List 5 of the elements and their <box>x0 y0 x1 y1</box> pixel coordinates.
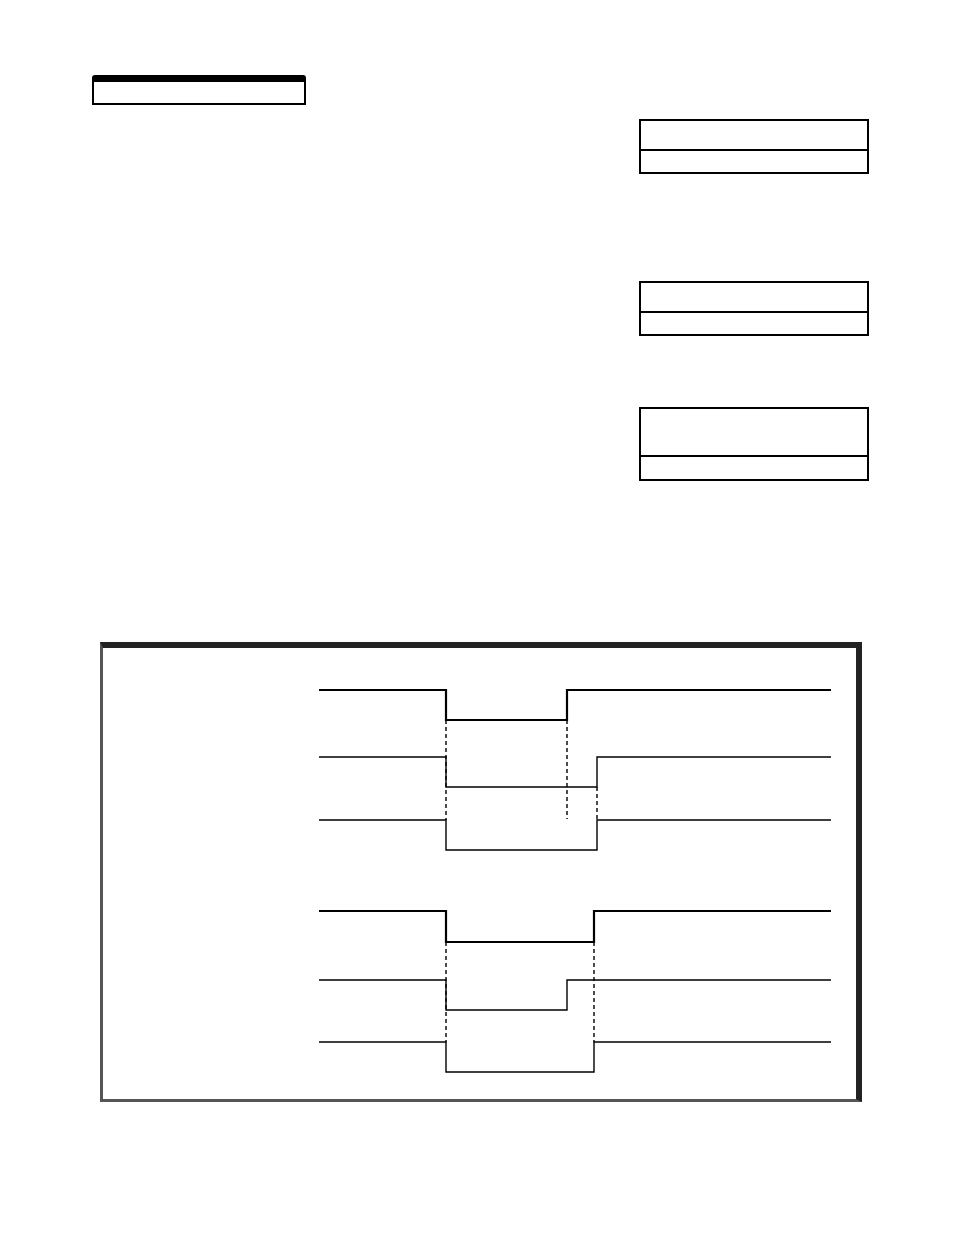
table-box <box>639 281 869 336</box>
title-box <box>92 75 306 105</box>
table-box <box>639 407 869 481</box>
table-box <box>639 119 869 174</box>
panel <box>100 642 862 1102</box>
